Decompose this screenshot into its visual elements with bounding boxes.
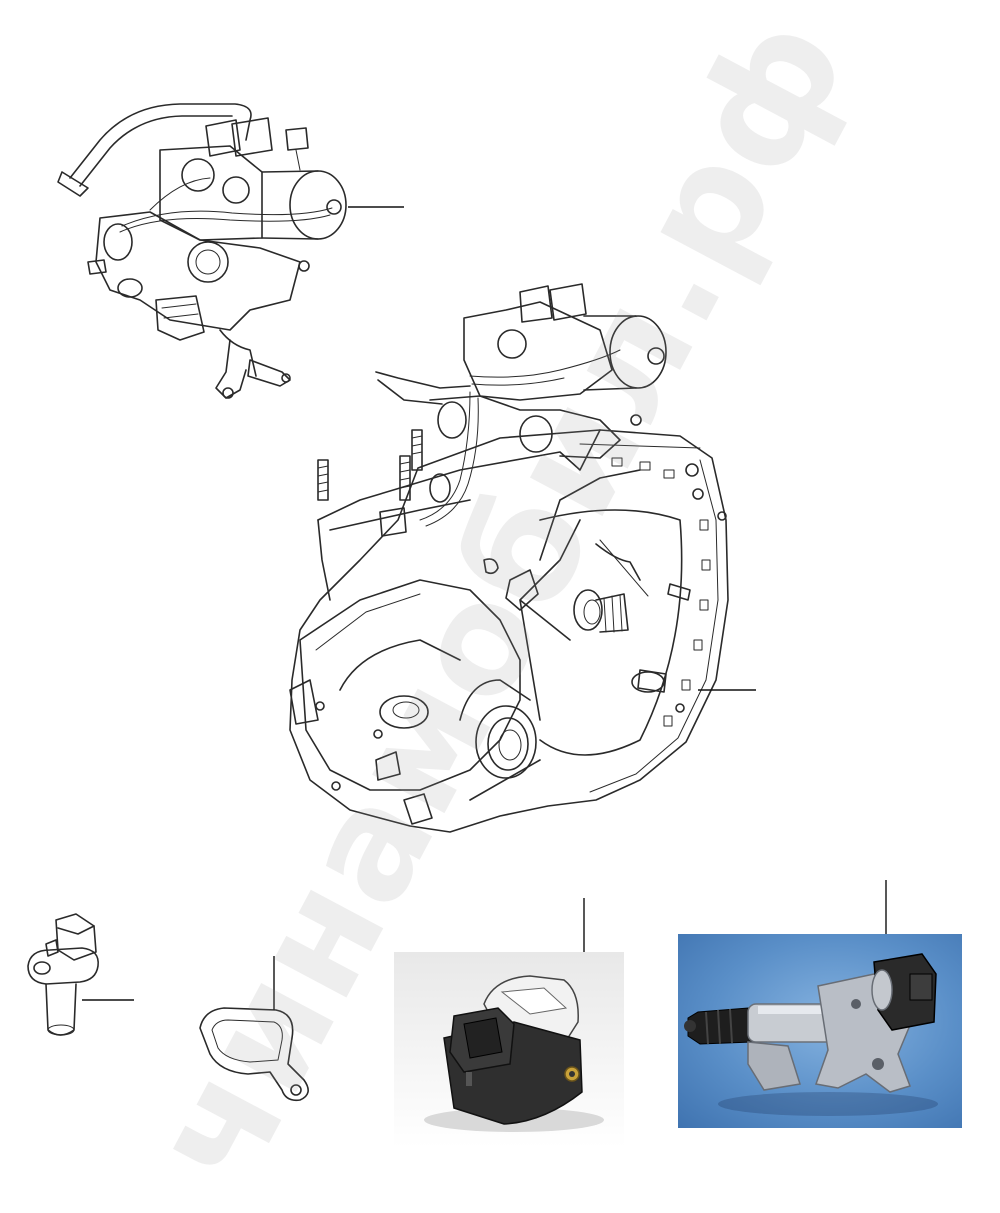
clutch-actuator-photo[interactable]: [678, 934, 962, 1128]
gear-selector-actuator[interactable]: [57, 103, 347, 399]
clutch-actuator-illustration: [684, 953, 938, 1116]
housing-gasket[interactable]: [199, 1007, 309, 1102]
position-sensor-illustration: [424, 975, 604, 1132]
studs: [317, 429, 423, 501]
position-sensor-photo[interactable]: [394, 952, 624, 1148]
flange-bolt-holes: [611, 457, 711, 727]
speed-sensor[interactable]: [27, 913, 99, 1036]
gearbox-assembly[interactable]: [289, 283, 729, 833]
